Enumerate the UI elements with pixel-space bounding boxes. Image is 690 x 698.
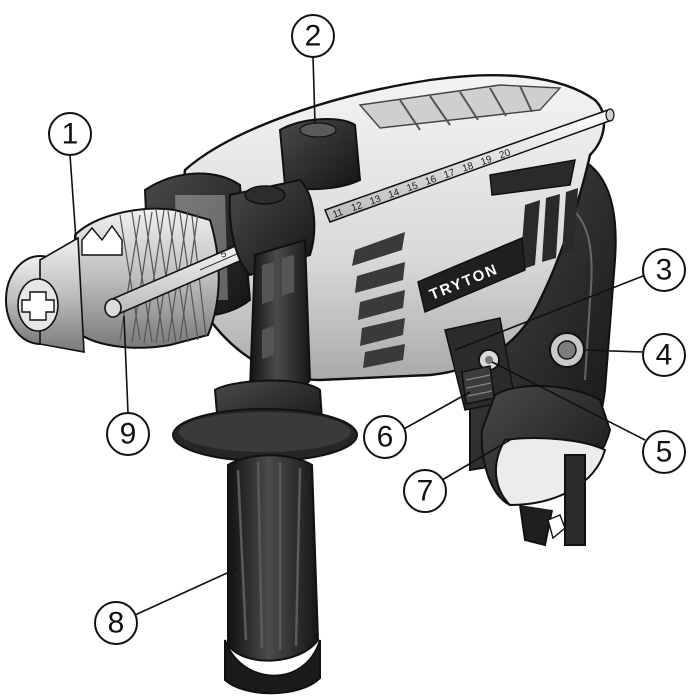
callout-1-label: 1: [62, 118, 79, 151]
callout-7-label: 7: [417, 475, 434, 508]
callout-4: 4: [583, 333, 686, 377]
auxiliary-handle[interactable]: [172, 379, 358, 695]
callout-8-label: 8: [108, 607, 125, 640]
callout-6: 6: [363, 391, 471, 459]
body-scale-mark-19: 19: [479, 154, 494, 168]
mode-selector[interactable]: [278, 117, 362, 191]
callout-9: 9: [106, 315, 150, 456]
callout-1: 1: [48, 112, 92, 241]
body-scale-mark-17: 17: [442, 167, 457, 181]
body-scale-mark-20: 20: [498, 147, 513, 161]
gauge-mark-5: 5: [219, 248, 229, 260]
body-scale-mark-18: 18: [461, 160, 476, 174]
callout-6-label: 6: [377, 421, 394, 454]
body-scale-mark-15: 15: [405, 180, 420, 194]
body-scale-mark-12: 12: [350, 200, 365, 214]
body-scale-mark-13: 13: [368, 193, 383, 207]
callout-9-label: 9: [120, 418, 137, 451]
power-cord: [519, 454, 586, 547]
body-scale-mark-11: 11: [331, 207, 345, 221]
callout-2: 2: [291, 14, 335, 124]
callout-2-label: 2: [305, 20, 322, 53]
body-scale-mark-14: 14: [387, 187, 402, 201]
callouts: 1 2 3 4 5 6 7: [48, 14, 686, 645]
callout-5-label: 5: [656, 436, 673, 469]
callout-4-label: 4: [656, 339, 673, 372]
callout-3: 3: [454, 248, 686, 351]
callout-5: 5: [491, 361, 686, 474]
side-handle-clamp: [228, 178, 316, 396]
body-scale-mark-16: 16: [424, 174, 439, 188]
speed-knob[interactable]: [549, 332, 585, 368]
callout-7: 7: [403, 439, 511, 513]
speed-dial[interactable]: [461, 365, 495, 405]
callout-8: 8: [94, 567, 239, 645]
callout-3-label: 3: [656, 254, 673, 287]
